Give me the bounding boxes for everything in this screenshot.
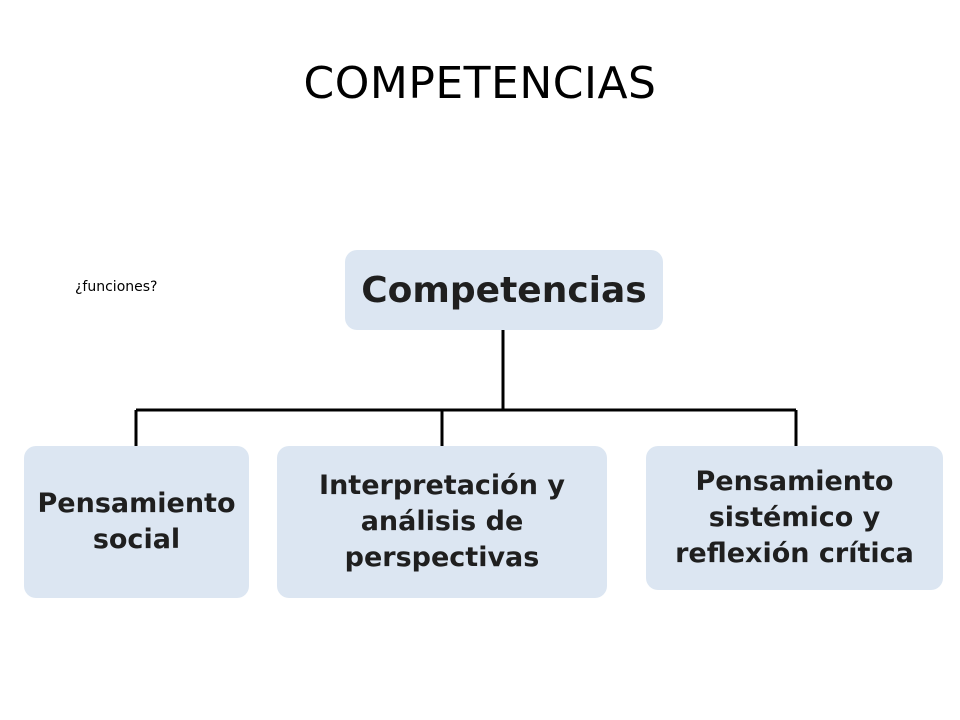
slide-title: COMPETENCIAS (303, 58, 657, 109)
side-note: ¿funciones? (75, 279, 158, 295)
root-node-label: Competencias (361, 269, 647, 311)
child-node-interpretacion: Interpretación y análisis de perspectiva… (277, 446, 607, 598)
child-node-label: Interpretación y análisis de perspectiva… (319, 470, 565, 573)
child-node-label: Pensamiento sistémico y reflexión crític… (675, 466, 914, 569)
child-node-pensamiento-social: Pensamiento social (24, 446, 249, 598)
child-node-pensamiento-sistemico: Pensamiento sistémico y reflexión crític… (646, 446, 943, 590)
child-node-label: Pensamiento social (37, 488, 236, 555)
root-node-competencias: Competencias (345, 250, 663, 330)
